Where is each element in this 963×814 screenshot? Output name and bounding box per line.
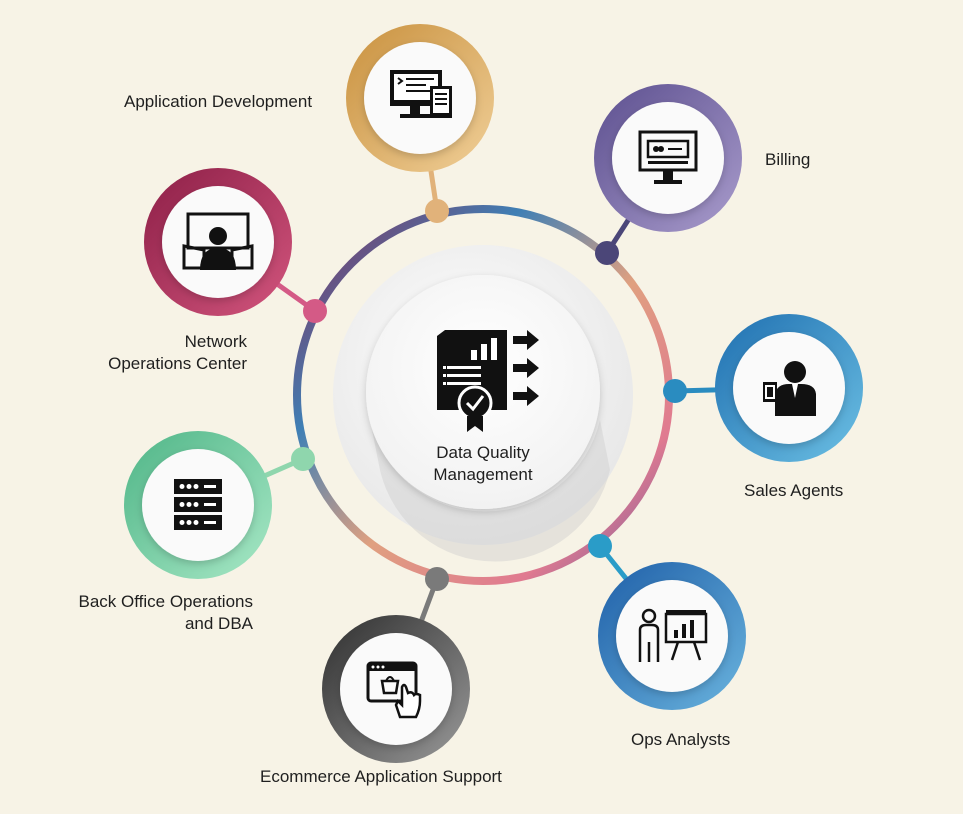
- node-ecom[interactable]: [322, 567, 470, 763]
- label-noc-line-2: Operations Center: [108, 354, 247, 373]
- ring-dot-sales: [663, 379, 687, 403]
- node-disc-ops: [616, 580, 728, 692]
- businessman-icon: [763, 361, 816, 416]
- ring-dot-billing: [595, 241, 619, 265]
- label-ecom-line-1: Ecommerce Application Support: [260, 767, 502, 786]
- label-backoffice-line-1: Back Office Operations: [78, 592, 254, 611]
- center-shadow: [370, 420, 610, 562]
- server-rack-icon: [174, 479, 222, 530]
- node-billing[interactable]: [594, 84, 742, 265]
- node-backoffice[interactable]: [124, 431, 315, 579]
- label-sales-line-1: Sales Agents: [744, 481, 844, 500]
- label-billing: Billing: [765, 149, 810, 171]
- document-chart-certificate-icon: [437, 330, 539, 432]
- center-title: Data Quality Management: [383, 442, 583, 486]
- node-sales[interactable]: [663, 314, 863, 462]
- label-backoffice-line-2: and DBA: [184, 614, 253, 633]
- node-noc[interactable]: [144, 168, 327, 323]
- label-ops: Ops Analysts: [631, 729, 730, 751]
- code-monitor-icon: [390, 70, 452, 118]
- center-title-line1: Data Quality: [436, 443, 530, 462]
- nodes-layer: [124, 24, 863, 763]
- analyst-presentation-icon: [638, 608, 708, 662]
- shop-cart-click-icon: [366, 661, 422, 719]
- ring-dot-ecom: [425, 567, 449, 591]
- node-app-dev[interactable]: [346, 24, 494, 223]
- label-sales: Sales Agents: [744, 480, 843, 502]
- center-title-line2: Management: [433, 465, 533, 484]
- ring-dot-noc: [303, 299, 327, 323]
- label-billing-line-1: Billing: [765, 150, 811, 169]
- label-app-dev: Application Development: [124, 91, 312, 113]
- ring-dot-backoffice: [291, 447, 315, 471]
- label-app-dev-line-1: Application Development: [124, 92, 313, 111]
- ring-dot-ops: [588, 534, 612, 558]
- label-noc-line-1: Network: [184, 332, 247, 351]
- billing-monitor-icon: [638, 130, 698, 184]
- operator-monitors-icon: [182, 212, 254, 270]
- label-ops-line-1: Ops Analysts: [631, 730, 731, 749]
- label-ecom: Ecommerce Application Support: [260, 766, 502, 788]
- node-ops[interactable]: [588, 534, 746, 710]
- label-backoffice: Back Office Operations and DBA: [79, 591, 254, 635]
- ring-dot-app-dev: [425, 199, 449, 223]
